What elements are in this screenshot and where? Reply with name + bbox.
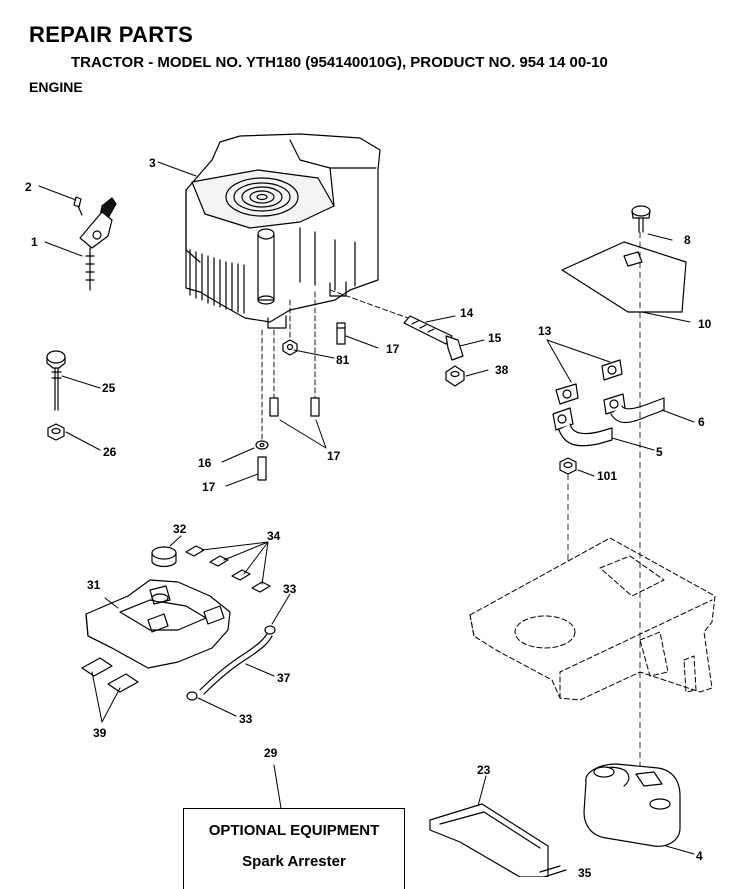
optional-equipment-item: Spark Arrester	[242, 853, 346, 870]
callout-35: 35	[578, 866, 592, 877]
callout-4: 4	[696, 849, 703, 863]
callout-39: 39	[93, 726, 107, 740]
callout-31: 31	[87, 578, 101, 592]
callout-25: 25	[102, 381, 116, 395]
optional-equipment-title: OPTIONAL EQUIPMENT	[208, 822, 380, 839]
leader-lines	[38, 161, 695, 855]
exhaust-pipes-part	[552, 359, 665, 475]
callout-6: 6	[698, 415, 705, 429]
callout-101: 101	[597, 469, 617, 483]
frame-guides	[567, 231, 641, 769]
choke-control-part	[46, 350, 66, 441]
section-title: ENGINE	[29, 79, 83, 95]
dipstick-tube-part	[403, 315, 465, 387]
heat-shield-part	[561, 205, 687, 313]
callout-15: 15	[488, 331, 502, 345]
callout-17-middle: 17	[327, 449, 341, 463]
callout-10: 10	[698, 317, 712, 331]
callout-33-upper: 33	[283, 582, 297, 596]
spark-arrester-screen-part	[429, 803, 567, 877]
engine-bolt-guides	[261, 289, 409, 441]
callout-5: 5	[656, 445, 663, 459]
engine-bolts-part	[255, 322, 346, 481]
muffler-part	[583, 763, 681, 847]
callout-29: 29	[264, 746, 278, 760]
callout-17-upper: 17	[386, 342, 400, 356]
page-title: REPAIR PARTS	[29, 22, 194, 47]
callout-34: 34	[267, 529, 281, 543]
callout-32: 32	[173, 522, 187, 536]
model-subtitle: TRACTOR - MODEL NO. YTH180 (954140010G),…	[71, 54, 608, 71]
callout-23: 23	[477, 763, 491, 777]
callout-2: 2	[25, 180, 32, 194]
callout-8: 8	[684, 233, 691, 247]
callout-17-lower: 17	[202, 480, 216, 494]
engine-part	[185, 133, 381, 329]
fuel-tank-part	[81, 545, 276, 701]
callout-37: 37	[277, 671, 291, 685]
callout-1: 1	[31, 235, 38, 249]
throttle-control-part	[73, 196, 117, 291]
callout-3: 3	[149, 156, 156, 170]
callout-16: 16	[198, 456, 212, 470]
callout-33-lower: 33	[239, 712, 253, 726]
callout-13: 13	[538, 324, 552, 338]
optional-equipment-box: OPTIONAL EQUIPMENT Spark Arrester	[183, 808, 405, 889]
callout-38: 38	[495, 363, 509, 377]
callout-81: 81	[336, 353, 350, 367]
callout-26: 26	[103, 445, 117, 459]
callout-14: 14	[460, 306, 474, 320]
tractor-frame	[469, 537, 716, 701]
